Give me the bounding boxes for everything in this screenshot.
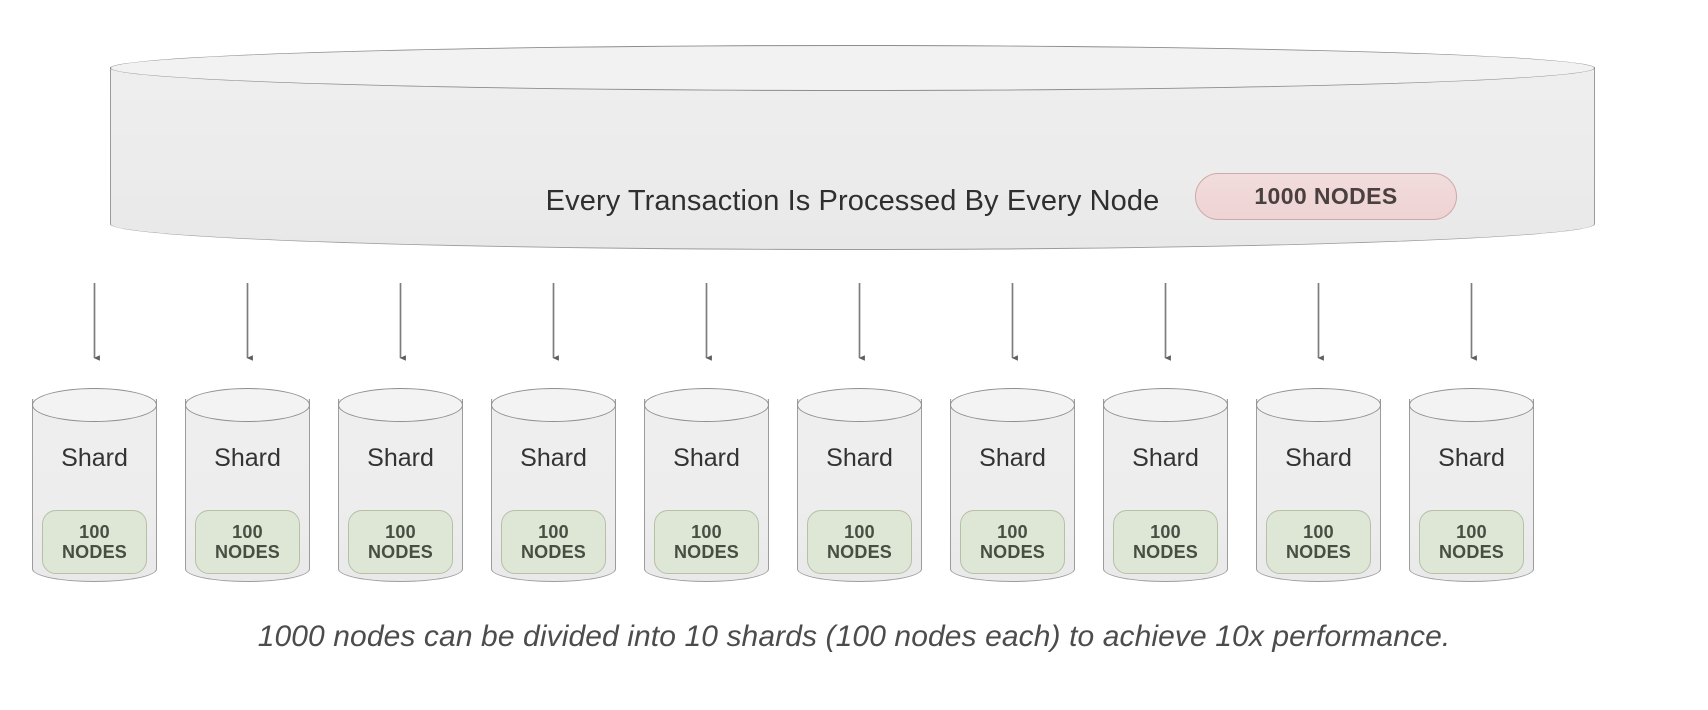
shard-label: Shard (367, 444, 434, 472)
shard-nodes-unit: NODES (214, 542, 280, 562)
shard-label: Shard (520, 444, 587, 472)
shard-nodes-unit: NODES (367, 542, 433, 562)
shard-nodes-count: 100 (691, 521, 722, 542)
shard-nodes-count: 100 (997, 521, 1028, 542)
shard-cylinder-top-ellipse (32, 388, 157, 422)
shard-nodes-count: 100 (385, 521, 416, 542)
shard-cylinder-top-ellipse (185, 388, 310, 422)
shard-label: Shard (673, 444, 740, 472)
shard-nodes-unit: NODES (1438, 542, 1504, 562)
shard-cylinder-top-ellipse (950, 388, 1075, 422)
shard-nodes-unit: NODES (673, 542, 739, 562)
shard-nodes-unit: NODES (1285, 542, 1351, 562)
main-cylinder-title: Every Transaction Is Processed By Every … (545, 185, 1160, 217)
shard-label: Shard (979, 444, 1046, 472)
shard-label: Shard (61, 444, 128, 472)
shard-nodes-count: 100 (1150, 521, 1181, 542)
arrows-svg (93, 283, 1477, 361)
shard-cylinder-top-ellipse (1256, 388, 1381, 422)
main-network-cylinder: Every Transaction Is Processed By Every … (110, 45, 1595, 250)
shard-nodes-count: 100 (538, 521, 569, 542)
shard-cylinder-top-ellipse (1409, 388, 1534, 422)
shard-cylinder-top-ellipse (797, 388, 922, 422)
main-cylinder-top-ellipse (110, 45, 1595, 91)
shard-label: Shard (826, 444, 893, 472)
shard-nodes-count: 100 (1303, 521, 1334, 542)
total-nodes-badge: 1000 NODES (1195, 173, 1457, 220)
shard-nodes-count: 100 (232, 521, 263, 542)
shard-cylinder-top-ellipse (1103, 388, 1228, 422)
shard-nodes-count: 100 (79, 521, 110, 542)
shard-nodes-unit: NODES (979, 542, 1045, 562)
shard-label: Shard (1285, 444, 1352, 472)
shard-label: Shard (1438, 444, 1505, 472)
shard-nodes-count: 100 (1456, 521, 1487, 542)
arrow-group (0, 275, 1708, 370)
shard-nodes-count: 100 (844, 521, 875, 542)
diagram-caption: 1000 nodes can be divided into 10 shards… (257, 620, 1451, 653)
shard-label: Shard (1132, 444, 1199, 472)
shard-cylinder-top-ellipse (491, 388, 616, 422)
shard-label: Shard (214, 444, 281, 472)
shard-cylinder-top-ellipse (338, 388, 463, 422)
main-cylinder-body (110, 67, 1595, 250)
shard-cylinder-top-ellipse (644, 388, 769, 422)
shard-nodes-unit: NODES (520, 542, 586, 562)
shard-nodes-unit: NODES (61, 542, 127, 562)
shard-nodes-unit: NODES (1132, 542, 1198, 562)
shard-nodes-unit: NODES (826, 542, 892, 562)
